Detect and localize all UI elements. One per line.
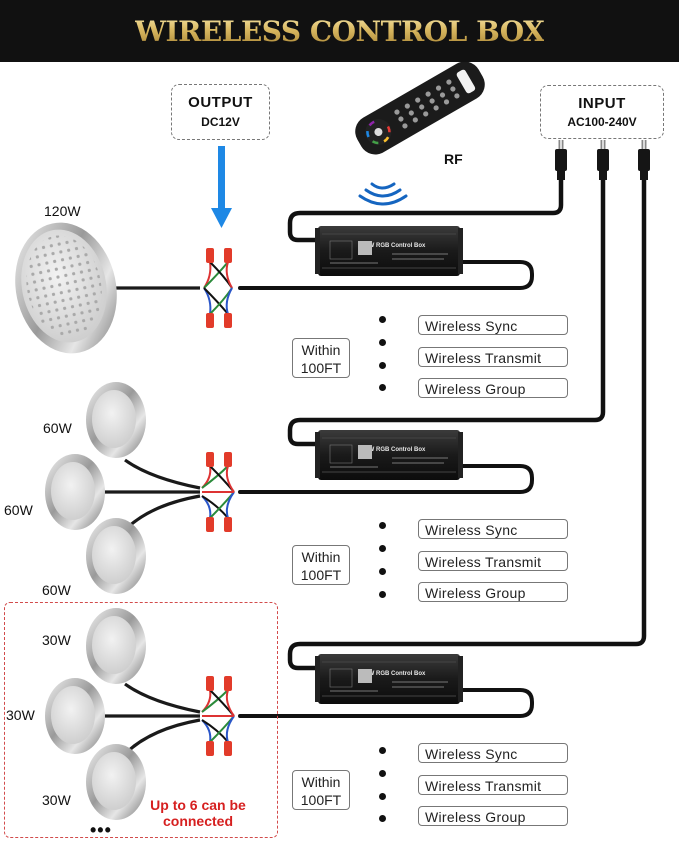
bullet-dot [379, 747, 386, 754]
input-title: INPUT [578, 95, 626, 112]
controller-box-3: 200W RGB Control Box [315, 654, 463, 704]
pool-light-30w-2 [45, 678, 105, 754]
range-line: 100FT [300, 360, 342, 376]
bullet-dot [379, 591, 386, 598]
wattage-label: 60W [43, 420, 72, 436]
feature-wireless-group: Wireless Group [418, 582, 568, 602]
feature-wireless-group: Wireless Group [418, 378, 568, 398]
expansion-note-text: Up to 6 can be connected [142, 797, 254, 829]
feature-wireless-sync: Wireless Sync [418, 315, 568, 335]
controller-label: 200W RGB Control Box [359, 447, 426, 453]
rf-label: RF [444, 151, 463, 167]
bullet-dot [379, 384, 386, 391]
controller-label: 200W RGB Control Box [359, 671, 426, 677]
controller-box-1: 200W RGB Control Box [315, 226, 463, 276]
wireless-signal-icon [358, 182, 408, 206]
controller-label: 200W RGB Control Box [359, 243, 426, 249]
pool-light-120w [15, 222, 117, 354]
bullet-dot [379, 545, 386, 552]
bullet-dot [379, 362, 386, 369]
bullet-dot [379, 770, 386, 777]
feature-wireless-sync: Wireless Sync [418, 743, 568, 763]
range-line: Within [301, 342, 341, 358]
bullet-dot [379, 339, 386, 346]
wattage-label: 120W [44, 203, 81, 219]
output-spec: DC12V [201, 115, 240, 129]
wattage-label: 60W [42, 582, 71, 598]
bullet-dot [379, 316, 386, 323]
wiring-diagram: 200W RGB Control Box 200W RGB Control Bo… [15, 62, 650, 820]
feature-wireless-transmit: Wireless Transmit [418, 775, 568, 795]
pool-light-30w-3 [86, 744, 146, 820]
page-title: WIRELESS CONTROL BOX [134, 14, 545, 48]
wire-connector-3 [201, 676, 235, 756]
range-box: Within 100FT [292, 338, 350, 378]
range-line: 100FT [300, 792, 342, 808]
wattage-label: 60W [4, 502, 33, 518]
pool-light-60w-3 [86, 518, 146, 594]
range-box: Within 100FT [292, 770, 350, 810]
wire-connector-2 [201, 452, 235, 532]
expansion-note-line: connected [162, 813, 233, 829]
header-bar: WIRELESS CONTROL BOX [0, 0, 679, 62]
pool-light-60w-2 [45, 454, 105, 530]
range-line: Within [301, 549, 341, 565]
controller-box-2: 200W RGB Control Box [315, 430, 463, 480]
feature-wireless-sync: Wireless Sync [418, 519, 568, 539]
range-line: Within [301, 774, 341, 790]
bullet-dot [379, 815, 386, 822]
wattage-label: 30W [42, 632, 71, 648]
power-plugs [555, 140, 650, 180]
output-arrow-icon [211, 146, 232, 228]
bullet-dot [379, 568, 386, 575]
input-cables [287, 175, 647, 671]
wattage-label: 30W [6, 707, 35, 723]
wattage-label: 30W [42, 792, 71, 808]
more-lights-ellipsis: ••• [90, 820, 112, 840]
input-label-box: INPUT AC100-240V [540, 85, 664, 139]
output-cables [238, 260, 534, 718]
expansion-note-box [4, 602, 278, 838]
feature-wireless-group: Wireless Group [418, 806, 568, 826]
pool-light-30w-1 [86, 608, 146, 684]
feature-wireless-transmit: Wireless Transmit [418, 347, 568, 367]
wire-connector-1 [203, 248, 233, 328]
pool-light-60w-1 [86, 382, 146, 458]
feature-wireless-transmit: Wireless Transmit [418, 551, 568, 571]
range-box: Within 100FT [292, 545, 350, 585]
output-title: OUTPUT [188, 94, 253, 111]
input-spec: AC100-240V [567, 115, 637, 129]
expansion-note-line: Up to 6 can be [150, 797, 246, 813]
range-line: 100FT [300, 567, 342, 583]
rf-remote-icon [355, 62, 485, 155]
output-label-box: OUTPUT DC12V [171, 84, 270, 140]
bullet-dot [379, 793, 386, 800]
bullet-dot [379, 522, 386, 529]
